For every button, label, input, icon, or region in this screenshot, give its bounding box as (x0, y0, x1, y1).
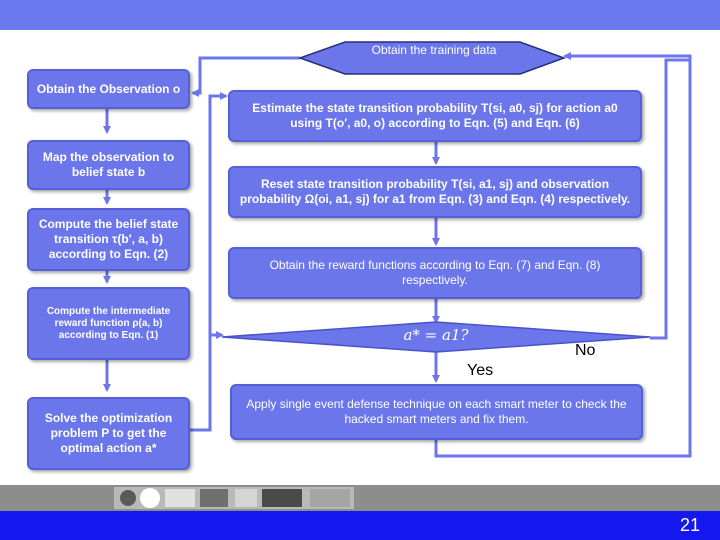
step-obtain-observation-text: Obtain the Observation o (36, 81, 181, 96)
step-map-belief: Map the observation to belief state b (27, 140, 190, 190)
arrow-no-to-start (563, 52, 692, 60)
step-estimate-transition-text: Estimate the state transition probabilit… (252, 101, 618, 130)
start-label: Obtain the training data (371, 43, 497, 57)
footer-bar (0, 511, 720, 540)
step-apply-defense: Apply single event defense technique on … (230, 384, 643, 440)
step-reset-transition-text: Reset state transition probability T(si,… (239, 177, 631, 206)
page-number: 21 (679, 515, 700, 535)
step-intermediate-reward-text: Compute the intermediate reward function… (46, 305, 171, 341)
arrow-start-to-observation (191, 56, 300, 97)
step-map-belief-text: Map the observation to belief state b (42, 150, 175, 179)
step-solve-optimization: Solve the optimization problem P to get … (27, 397, 190, 470)
yes-label: Yes (467, 362, 494, 379)
photo-collage (114, 487, 354, 509)
start-shape (297, 41, 567, 75)
decision-shape (221, 321, 651, 353)
step-apply-defense-text: Apply single event defense technique on … (246, 397, 627, 426)
step-obtain-observation: Obtain the Observation o (27, 69, 190, 109)
decision-label: a* = a1? (403, 326, 469, 344)
step-intermediate-reward: Compute the intermediate reward function… (27, 287, 190, 360)
step-estimate-transition: Estimate the state transition probabilit… (228, 90, 642, 142)
step-belief-transition-text: Compute the belief state transition τ(b′… (38, 217, 179, 261)
step-reset-transition: Reset state transition probability T(si,… (228, 166, 642, 218)
title-bar (0, 0, 720, 30)
step-belief-transition: Compute the belief state transition τ(b′… (27, 208, 190, 271)
image-strip (0, 485, 720, 511)
step-solve-optimization-text: Solve the optimization problem P to get … (44, 411, 173, 455)
step-obtain-reward: Obtain the reward functions according to… (228, 247, 642, 299)
step-obtain-reward-text: Obtain the reward functions according to… (269, 258, 601, 287)
no-label: No (575, 342, 596, 359)
arrow-optimization-to-estimate (190, 92, 228, 432)
